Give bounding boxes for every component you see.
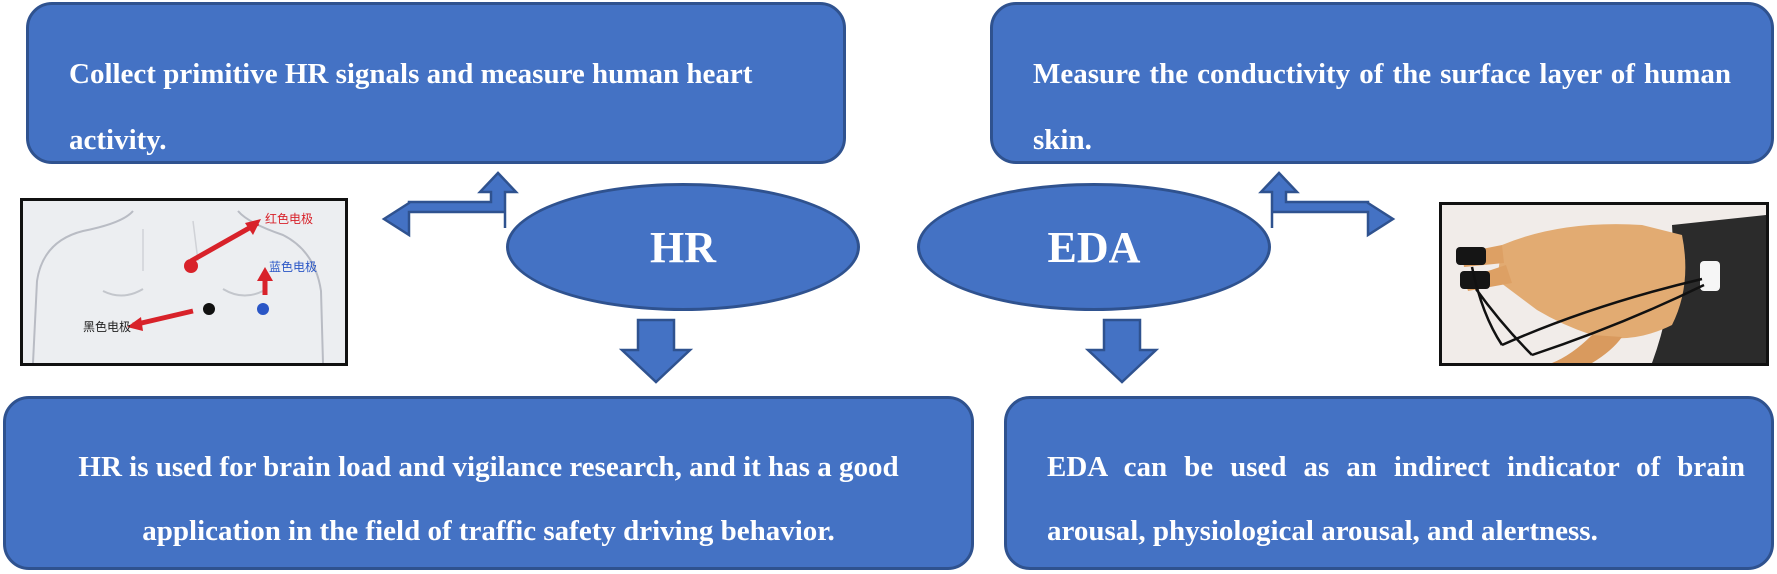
eda-node-label: EDA: [1047, 222, 1141, 272]
eda-application-box: EDA can be used as an indirect indicator…: [1004, 396, 1774, 570]
eda-sensor-hand-image: [1439, 202, 1769, 366]
hr-description-text: Collect primitive HR signals and measure…: [69, 58, 753, 156]
eda-node: EDA: [917, 183, 1271, 311]
chest-illustration: 红色电极 蓝色电极 黑色电极: [23, 201, 345, 363]
hand-illustration: [1442, 205, 1766, 363]
eda-description-box: Measure the conductivity of the surface …: [990, 2, 1774, 164]
hr-bend-arrow-shape: [381, 171, 519, 238]
hr-electrode-placement-image: 红色电极 蓝色电极 黑色电极: [20, 198, 348, 366]
blue-electrode: [257, 303, 269, 315]
red-electrode: [184, 259, 198, 273]
hr-application-text: HR is used for brain load and vigilance …: [78, 451, 899, 547]
eda-down-arrow: [1084, 318, 1160, 384]
hr-down-arrow: [618, 318, 694, 384]
eda-application-text: EDA can be used as an indirect indicator…: [1047, 451, 1745, 547]
hr-node: HR: [506, 183, 860, 311]
blue-electrode-label: 蓝色电极: [269, 260, 317, 274]
black-electrode-label: 黑色电极: [83, 320, 131, 334]
red-electrode-label: 红色电极: [265, 211, 313, 226]
hr-node-label: HR: [650, 222, 716, 272]
black-electrode: [203, 303, 215, 315]
hr-application-box: HR is used for brain load and vigilance …: [3, 396, 974, 570]
eda-bend-arrow-shape: [1258, 171, 1396, 238]
hr-description-box: Collect primitive HR signals and measure…: [26, 2, 846, 164]
eda-description-text: Measure the conductivity of the surface …: [1033, 58, 1731, 156]
